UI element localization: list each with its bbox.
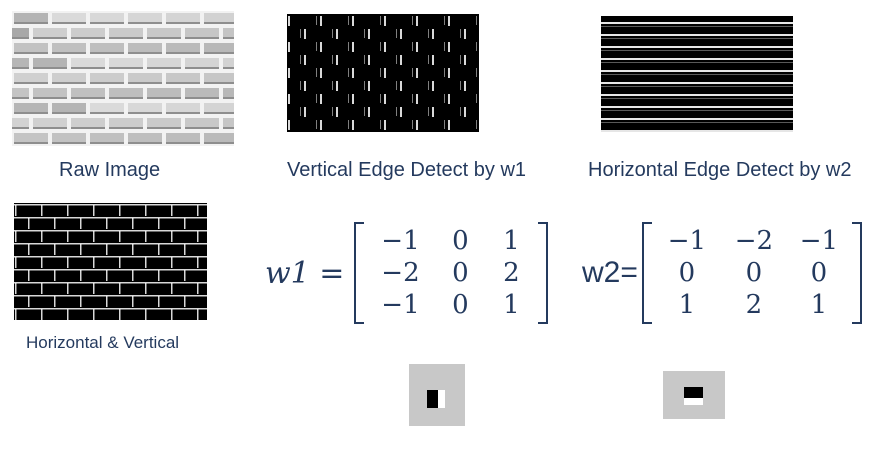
matrix-cell: 0	[452, 226, 469, 256]
horizontal-edge-picture	[601, 16, 793, 132]
combined-edge-picture	[14, 203, 207, 320]
horizontal-edge-caption: Horizontal Edge Detect by w2	[588, 159, 852, 181]
matrix-cell: −2	[734, 226, 774, 256]
horizontal-edge-image	[601, 16, 793, 132]
raw-brick-picture	[12, 11, 234, 146]
matrix-cell: −1	[381, 290, 420, 320]
matrix-cell: 1	[503, 290, 520, 320]
combined-edge-caption: Horizontal & Vertical	[26, 333, 180, 352]
kernel-w2-label: w2=	[582, 256, 638, 289]
right-bracket	[538, 222, 549, 324]
kernel-w1-label: w1 =	[265, 255, 345, 291]
matrix-cell: −1	[381, 226, 420, 256]
matrix-cell: 1	[503, 226, 520, 256]
vertical-edge-image	[287, 14, 479, 132]
kernel-light-cell	[438, 390, 445, 408]
matrix-cell: 0	[452, 290, 469, 320]
matrix-cell: 2	[503, 258, 520, 288]
left-bracket	[641, 222, 652, 324]
matrix-cell: 0	[452, 258, 469, 288]
kernel-w2: w2= −1 −2 −1 0 0 0 1 2 1	[582, 222, 862, 324]
left-bracket	[354, 222, 365, 324]
combined-edge-image	[14, 203, 207, 320]
matrix-cell: −1	[799, 226, 839, 256]
raw-image-caption: Raw Image	[59, 159, 161, 181]
kernel-dark-cell	[427, 390, 438, 408]
vertical-edge-caption: Vertical Edge Detect by w1	[287, 159, 527, 181]
kernel-w2-matrix: −1 −2 −1 0 0 0 1 2 1	[652, 225, 852, 321]
matrix-cell: 0	[678, 258, 696, 288]
matrix-cell: 0	[810, 258, 828, 288]
matrix-cell: 1	[678, 290, 696, 320]
matrix-cell: 2	[745, 290, 763, 320]
vertical-edge-picture	[287, 14, 479, 132]
kernel-w1: w1 = −1 0 1 −2 0 2 −1 0 1	[265, 222, 549, 324]
right-bracket	[851, 222, 862, 324]
matrix-cell: 0	[745, 258, 763, 288]
matrix-cell: 1	[810, 290, 828, 320]
kernel-dark-cell	[684, 387, 703, 398]
kernel-light-cell	[684, 398, 703, 405]
horizontal-kernel-icon	[663, 371, 725, 419]
raw-image	[12, 11, 234, 146]
matrix-cell: −2	[381, 258, 420, 288]
matrix-cell: −1	[667, 226, 707, 256]
vertical-kernel-icon	[409, 364, 465, 426]
kernel-w1-matrix: −1 0 1 −2 0 2 −1 0 1	[364, 225, 538, 321]
